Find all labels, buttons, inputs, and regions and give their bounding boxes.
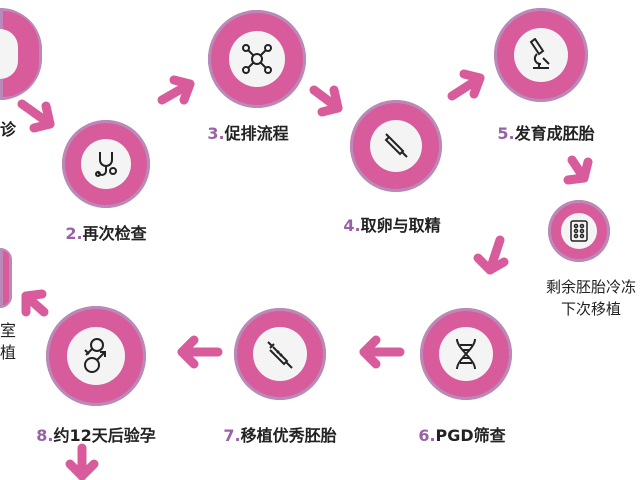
- step-8-text: 约12天后验孕: [53, 426, 156, 445]
- left-partial-line2: 植: [0, 343, 17, 362]
- arrow-8-left: [21, 289, 49, 317]
- dna-icon: [439, 327, 493, 381]
- step-4-circle: [350, 100, 442, 192]
- molecule-icon: [229, 31, 285, 87]
- step-5-label: 5.发育成胚胎: [497, 120, 594, 144]
- left-partial-circle: [0, 248, 12, 308]
- step-3-text: 促排流程: [224, 124, 289, 143]
- step-6-label: 6.PGD筛查: [418, 422, 505, 446]
- arrow-8-down: [65, 443, 99, 480]
- gender-symbols-icon: [67, 327, 125, 385]
- freeze-circle: [548, 200, 610, 262]
- arrow-1-2: [17, 99, 55, 133]
- step-1-text: 诊: [0, 120, 17, 139]
- step-2-circle: [62, 120, 150, 208]
- step-2-text: 再次检查: [82, 224, 147, 243]
- arrow-freeze-6: [473, 235, 509, 275]
- step-7-text: 移植优秀胚胎: [240, 426, 337, 445]
- freeze-line1: 剩余胚胎冷冻: [545, 278, 636, 296]
- left-partial-line1: 室: [0, 321, 17, 340]
- step-5-circle: [494, 8, 588, 102]
- microscope-icon: [514, 28, 568, 82]
- step-5-text: 发育成胚胎: [514, 124, 595, 143]
- embryo-plate-icon: [561, 213, 597, 249]
- arrow-2-3: [157, 75, 195, 105]
- arrow-3-4: [309, 85, 343, 117]
- step-7-circle: [234, 308, 326, 400]
- step-5-number: 5.: [497, 124, 515, 143]
- step-6-text: PGD筛查: [435, 426, 506, 445]
- arrow-7-8: [177, 335, 223, 369]
- step-3-label: 3.促排流程: [207, 120, 288, 144]
- freeze-line2: 下次移植: [560, 300, 621, 318]
- step-6-circle: [420, 308, 512, 400]
- stethoscope-icon: [81, 139, 131, 189]
- step-1-label: 诊: [0, 116, 16, 140]
- step-3-circle: [208, 10, 306, 108]
- pipette-icon: [370, 120, 422, 172]
- left-partial-label: 室植: [0, 320, 16, 364]
- step-6-number: 6.: [418, 426, 436, 445]
- arrow-5-freeze: [563, 155, 593, 185]
- step-4-label: 4.取卵与取精: [343, 212, 440, 236]
- step-2-label: 2.再次检查: [65, 220, 146, 244]
- arrow-6-7: [359, 335, 405, 369]
- step-7-number: 7.: [223, 426, 241, 445]
- syringe-icon: [253, 327, 307, 381]
- step-8-label: 8.约12天后验孕: [36, 422, 156, 446]
- step-8-number: 8.: [36, 426, 54, 445]
- step-3-number: 3.: [207, 124, 225, 143]
- arrow-4-5: [447, 69, 485, 101]
- freeze-label: 剩余胚胎冷冻下次移植: [546, 276, 636, 320]
- step-8-circle: [46, 306, 146, 406]
- step-4-text: 取卵与取精: [360, 216, 441, 235]
- step-2-number: 2.: [65, 224, 83, 243]
- step-4-number: 4.: [343, 216, 361, 235]
- step-7-label: 7.移植优秀胚胎: [223, 422, 336, 446]
